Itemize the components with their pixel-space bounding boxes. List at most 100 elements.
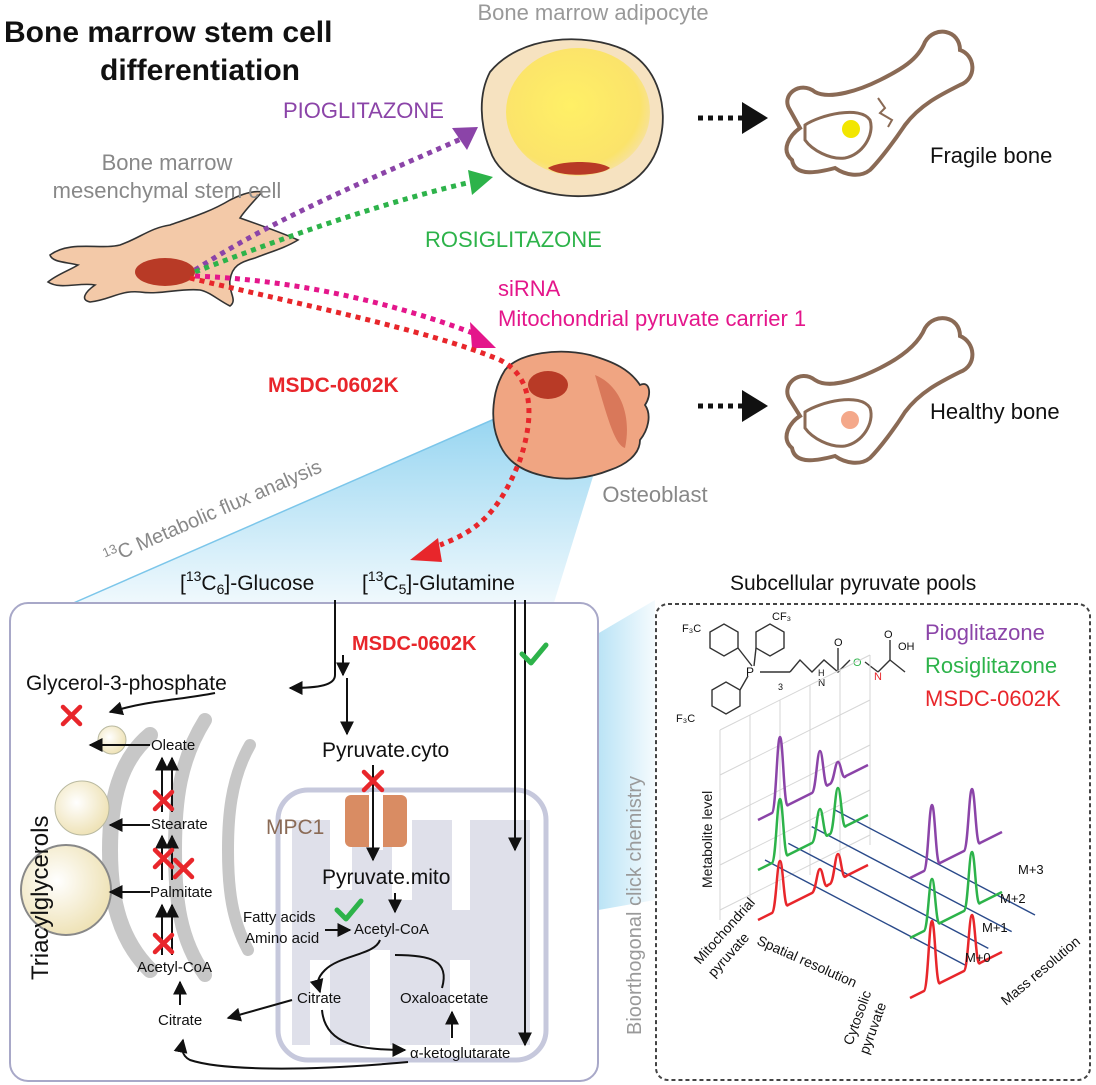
lipid-droplet-medium [54, 780, 110, 836]
floor-row-line [788, 842, 989, 949]
pools-traces [757, 735, 1003, 1000]
grid-horizontal [719, 699, 871, 776]
label-pioglitazone: PIOGLITAZONE [283, 98, 444, 123]
pools-3d-grid [719, 654, 1036, 966]
chemical-labels: F₃C CF₃ F₃C P 3 N H O O N O OH [676, 611, 915, 725]
cross-tag [60, 704, 83, 727]
floor-row-line [764, 859, 966, 966]
arrow-sirna [194, 273, 479, 338]
title-line1: Bone marrow stem cell [4, 16, 332, 49]
floor-row-line [834, 809, 1036, 916]
label-oxaloacetate: Oxaloacetate [400, 990, 488, 1007]
svg-text:O: O [853, 657, 862, 669]
trace-mito-2 [757, 852, 869, 922]
msc-label-1: Bone marrow [102, 150, 233, 175]
label-glycerol: Glycerol-3-phosphate [26, 672, 227, 695]
flux-cone [30, 410, 595, 622]
label-sirna-2: Mitochondrial pyruvate carrier 1 [498, 306, 806, 331]
adipocyte-label: Bone marrow adipocyte [477, 0, 708, 25]
svg-text:O: O [884, 629, 893, 641]
label-glucose: [13C6]-Glucose [180, 568, 314, 597]
arrow-head-healthy [742, 390, 768, 422]
svg-text:N: N [818, 678, 825, 689]
trace-cyto-1 [909, 850, 1003, 940]
cross-stearate [152, 789, 175, 812]
label-sirna-1: siRNA [498, 276, 561, 301]
label-pyruvate-mito: Pyruvate.mito [322, 866, 450, 889]
label-msdc: MSDC-0602K [268, 374, 399, 397]
trace-mito-0 [757, 735, 869, 822]
title-line2: differentiation [100, 54, 300, 87]
arrow-pioglitazone [193, 132, 472, 273]
svg-text:H: H [818, 668, 825, 678]
msc-cell [46, 190, 300, 307]
flux-cone-edge [29, 409, 516, 623]
osteoblast-inner [595, 375, 627, 448]
axis-metabolite-level: Metabolite level [699, 791, 715, 888]
osteoblast-nucleus [528, 371, 568, 399]
legend-pioglitazone: Pioglitazone [925, 620, 1045, 645]
osteoblast-label: Osteoblast [602, 482, 707, 507]
er-membrane-1 [101, 727, 158, 978]
label-glutamine: [13C5]-Glutamine [362, 568, 515, 597]
label-citrate-mito: Citrate [297, 990, 341, 1007]
grid-horizontal [719, 789, 871, 866]
grid-horizontal [719, 654, 871, 731]
trace-cyto-2 [909, 913, 1003, 1000]
label-acetyl-coa-cyto: Acetyl-CoA [137, 959, 212, 976]
svg-text:N: N [874, 671, 882, 683]
arrow-head-msdc [410, 538, 442, 562]
pools-title: Subcellular pyruvate pools [730, 572, 976, 595]
cross-mpc1 [361, 769, 385, 793]
lipid-droplet-small [97, 725, 127, 755]
msc-label-2: mesenchymal stem cell [53, 178, 282, 203]
trace-cyto-0 [909, 787, 1003, 880]
isotopologue-label: M+3 [1018, 862, 1044, 877]
svg-text:3: 3 [778, 682, 783, 692]
label-fatty-acids: Fatty acids [243, 909, 316, 926]
check-glutamine-icon [519, 642, 549, 666]
svg-text:OH: OH [898, 641, 915, 653]
svg-text:F₃C: F₃C [682, 623, 701, 635]
adipocyte-lipid [506, 48, 650, 176]
chemical-structure [709, 623, 906, 715]
label-citrate-cyto: Citrate [158, 1012, 202, 1029]
arrow-msdc [189, 275, 532, 548]
inhibition-crosses [60, 704, 385, 955]
svg-text:F₃C: F₃C [676, 713, 695, 725]
fragile-bone-icon [784, 29, 975, 177]
label-stearate: Stearate [151, 816, 208, 833]
click-chemistry-label: Bioorthogonal click chemistry [624, 776, 646, 1035]
isotopologue-label: M+2 [1000, 891, 1026, 906]
label-amino-acid: Amino acid [245, 930, 319, 947]
cross-palmitate [172, 857, 195, 880]
cross-stearate-2 [152, 847, 175, 870]
label-healthy-bone: Healthy bone [930, 399, 1060, 424]
label-mpc1: MPC1 [266, 816, 324, 839]
label-triacylglycerols: Triacylglycerols [27, 816, 54, 980]
svg-text:O: O [834, 637, 843, 649]
label-rosiglitazone: ROSIGLITAZONE [425, 227, 602, 252]
label-acetyl-coa-mito: Acetyl-CoA [354, 921, 429, 938]
isotopologue-labels: M+0M+1M+2M+3 [965, 862, 1044, 965]
legend-msdc: MSDC-0602K [925, 686, 1061, 711]
grid-horizontal [719, 744, 871, 821]
mitochondrion-cristae [292, 820, 530, 1045]
check-fatty-acids-icon [334, 898, 364, 922]
label-akg: α-ketoglutarate [410, 1045, 510, 1062]
svg-text:P: P [746, 665, 754, 679]
label-palmitate: Palmitate [150, 884, 213, 901]
arrow-head-pioglitazone [452, 127, 478, 150]
label-oleate: Oleate [151, 737, 195, 754]
svg-text:CF₃: CF₃ [772, 611, 791, 623]
grid-horizontal [719, 834, 871, 911]
arrow-rosiglitazone [194, 177, 481, 275]
healthy-bone-icon [784, 316, 975, 465]
legend-rosiglitazone: Rosiglitazone [925, 653, 1057, 678]
er-membrane-2 [167, 713, 212, 982]
arrow-head-fragile [742, 102, 768, 134]
label-fragile-bone: Fragile bone [930, 143, 1052, 168]
msc-nucleus [135, 258, 195, 286]
isotopologue-label: M+1 [982, 920, 1008, 935]
